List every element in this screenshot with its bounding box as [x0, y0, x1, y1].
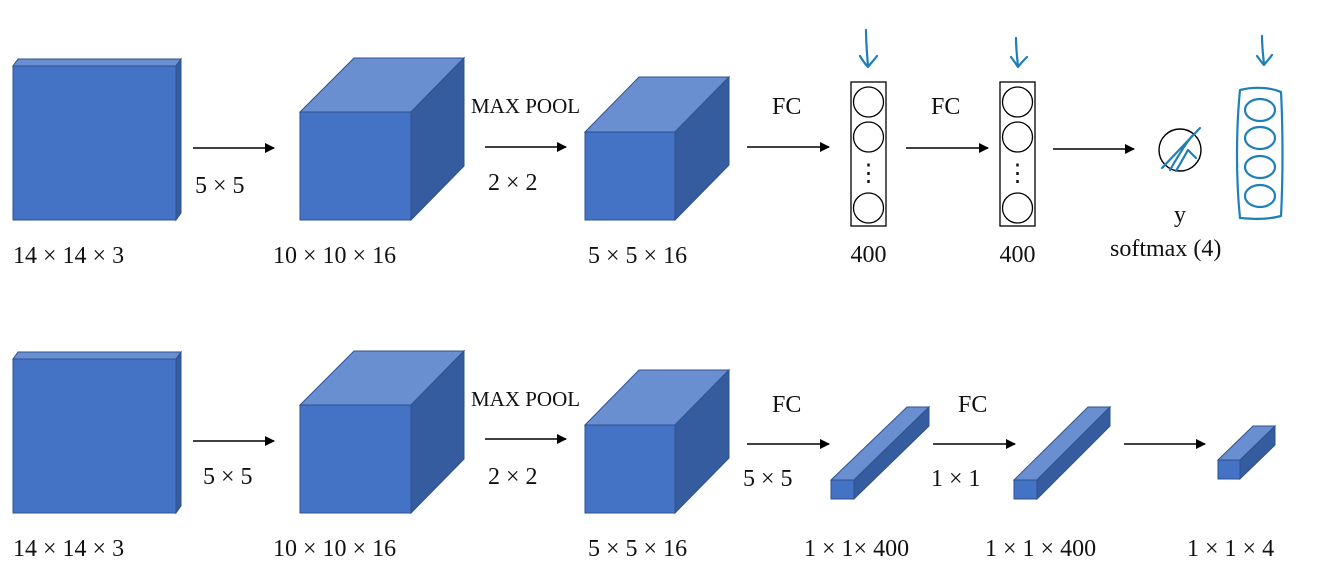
- neuron: [1001, 192, 1034, 224]
- row1-pool-block: [583, 75, 731, 222]
- row2-pool-size: 2 × 2: [488, 464, 538, 490]
- row2-fc2-kernel: 1 × 1: [931, 466, 981, 492]
- row2-fc1-kernel: 5 × 5: [743, 466, 793, 492]
- row2-output-block: [1216, 424, 1277, 481]
- handwritten-output-column-icon: [1235, 86, 1284, 220]
- row2-pool-dim: 5 × 5 × 16: [588, 536, 687, 562]
- neuron: [852, 86, 885, 118]
- annotation-arrow-icon: [1255, 34, 1274, 67]
- row2-conv-dim: 10 × 10 × 16: [273, 536, 396, 562]
- row2-fc2-label: FC: [958, 392, 987, 418]
- row1-input-dim: 14 × 14 × 3: [13, 243, 124, 269]
- neuron: [852, 192, 885, 224]
- row2-pool-label: MAX POOL: [471, 387, 580, 411]
- row2-output-dim: 1 × 1 × 4: [1187, 536, 1274, 562]
- row2-fc1-dim: 1 × 1× 400: [804, 536, 909, 562]
- row1-pool-dim: 5 × 5 × 16: [588, 243, 687, 269]
- row1-fc2-neuron-column: [999, 81, 1036, 227]
- row1-pool-size: 2 × 2: [488, 170, 538, 196]
- row1-input-block: [12, 57, 182, 222]
- row1-fc1-label: FC: [772, 94, 801, 120]
- row1-output-symbol: y: [1174, 202, 1186, 228]
- row1-conv-block: [298, 56, 466, 222]
- row1-fc1-neuron-column: [850, 81, 887, 227]
- row2-fc1-bar-block: [829, 405, 931, 501]
- row1-conv-dim: 10 × 10 × 16: [273, 243, 396, 269]
- row2-conv-block: [298, 349, 466, 515]
- row1-pool-label: MAX POOL: [471, 94, 580, 118]
- row2-input-block: [12, 350, 182, 515]
- row1-fc2-label: FC: [931, 94, 960, 120]
- annotation-arrow-icon: [1009, 36, 1029, 69]
- row2-pool-block: [583, 368, 731, 515]
- row1-output-label: softmax (4): [1110, 236, 1221, 262]
- row1-fc2-dim: 400: [1000, 242, 1036, 268]
- row1-fc1-dim: 400: [851, 242, 887, 268]
- crossed-out-neuron-icon: [1158, 126, 1202, 173]
- row1-fc2-dots: ⋮: [1006, 161, 1030, 187]
- row2-input-dim: 14 × 14 × 3: [13, 536, 124, 562]
- neuron: [852, 121, 885, 153]
- neuron: [1001, 121, 1034, 153]
- row2-fc2-dim: 1 × 1 × 400: [985, 536, 1096, 562]
- neuron: [1001, 86, 1034, 118]
- row1-fc1-dots: ⋮: [857, 161, 881, 187]
- row2-fc2-bar-block: [1012, 405, 1112, 501]
- row2-fc1-label: FC: [772, 392, 801, 418]
- row2-conv-kernel: 5 × 5: [203, 464, 253, 490]
- annotation-arrow-icon: [858, 28, 879, 69]
- row1-conv-kernel: 5 × 5: [195, 173, 245, 199]
